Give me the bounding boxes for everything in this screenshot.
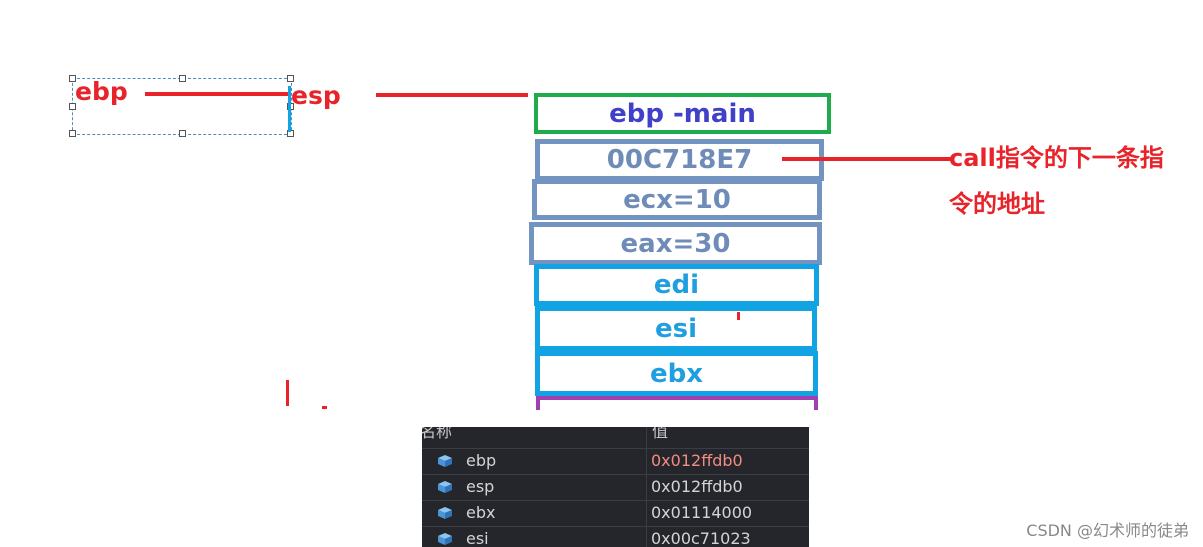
stack-cell-ebx: ebx [535, 351, 818, 396]
stack-cell-ebp-main: ebp -main [534, 93, 831, 134]
resize-handle-bl[interactable] [69, 130, 76, 137]
stray-red-mark [286, 380, 289, 406]
register-row-ebx[interactable]: ebx 0x01114000 [422, 500, 809, 526]
register-row-esp[interactable]: esp 0x012ffdb0 [422, 474, 809, 500]
esp-marker-bar [288, 86, 291, 132]
stack-cell-esi: esi [535, 306, 817, 351]
esp-pointer-line [376, 93, 528, 97]
register-cube-icon [438, 507, 452, 519]
stray-red-dot [322, 406, 327, 409]
register-name: esi [466, 529, 489, 547]
resize-handle-bm[interactable] [179, 130, 186, 137]
register-name: esp [466, 477, 495, 496]
register-row-esi[interactable]: esi 0x00c71023 [422, 526, 809, 547]
register-value[interactable]: 0x012ffdb0 [651, 477, 743, 496]
stack-cell-ecx: ecx=10 [532, 179, 822, 220]
watermark: CSDN @幻术师的徒弟 [1026, 521, 1189, 540]
resize-handle-ml[interactable] [69, 103, 76, 110]
stray-red-tick [737, 312, 740, 320]
annotation-line-1: call指令的下一条指 [949, 144, 1164, 172]
ebp-pointer-line [145, 92, 288, 96]
resize-handle-tr[interactable] [287, 75, 294, 82]
stack-cell-partial [536, 396, 818, 410]
register-name: ebp [466, 451, 497, 470]
register-value[interactable]: 0x01114000 [651, 503, 753, 522]
ebp-pointer-label: ebp [75, 77, 128, 106]
resize-handle-tm[interactable] [179, 75, 186, 82]
register-value[interactable]: 0x00c71023 [651, 529, 751, 547]
register-cube-icon [438, 533, 452, 545]
resize-handle-tl[interactable] [69, 75, 76, 82]
register-name: ebx [466, 503, 496, 522]
column-header-name[interactable]: 名称 [422, 427, 453, 441]
register-row-ebp[interactable]: ebp 0x012ffdb0 [422, 448, 809, 474]
annotation-pointer-line [782, 157, 952, 161]
register-cube-icon [438, 455, 452, 467]
stack-cell-return-address: 00C718E7 [535, 139, 824, 181]
column-header-value[interactable]: 值 [652, 427, 669, 441]
register-cube-icon [438, 481, 452, 493]
annotation-line-2: 令的地址 [949, 190, 1045, 218]
stack-cell-eax: eax=30 [529, 222, 822, 265]
register-value[interactable]: 0x012ffdb0 [651, 451, 743, 470]
register-watch-panel: 名称 值 ebp 0x012ffdb0 esp 0x012ffdb0 ebx 0x0111… [422, 427, 809, 547]
column-separator [646, 427, 647, 547]
stack-cell-edi: edi [534, 264, 819, 306]
esp-pointer-label: esp [291, 81, 341, 110]
